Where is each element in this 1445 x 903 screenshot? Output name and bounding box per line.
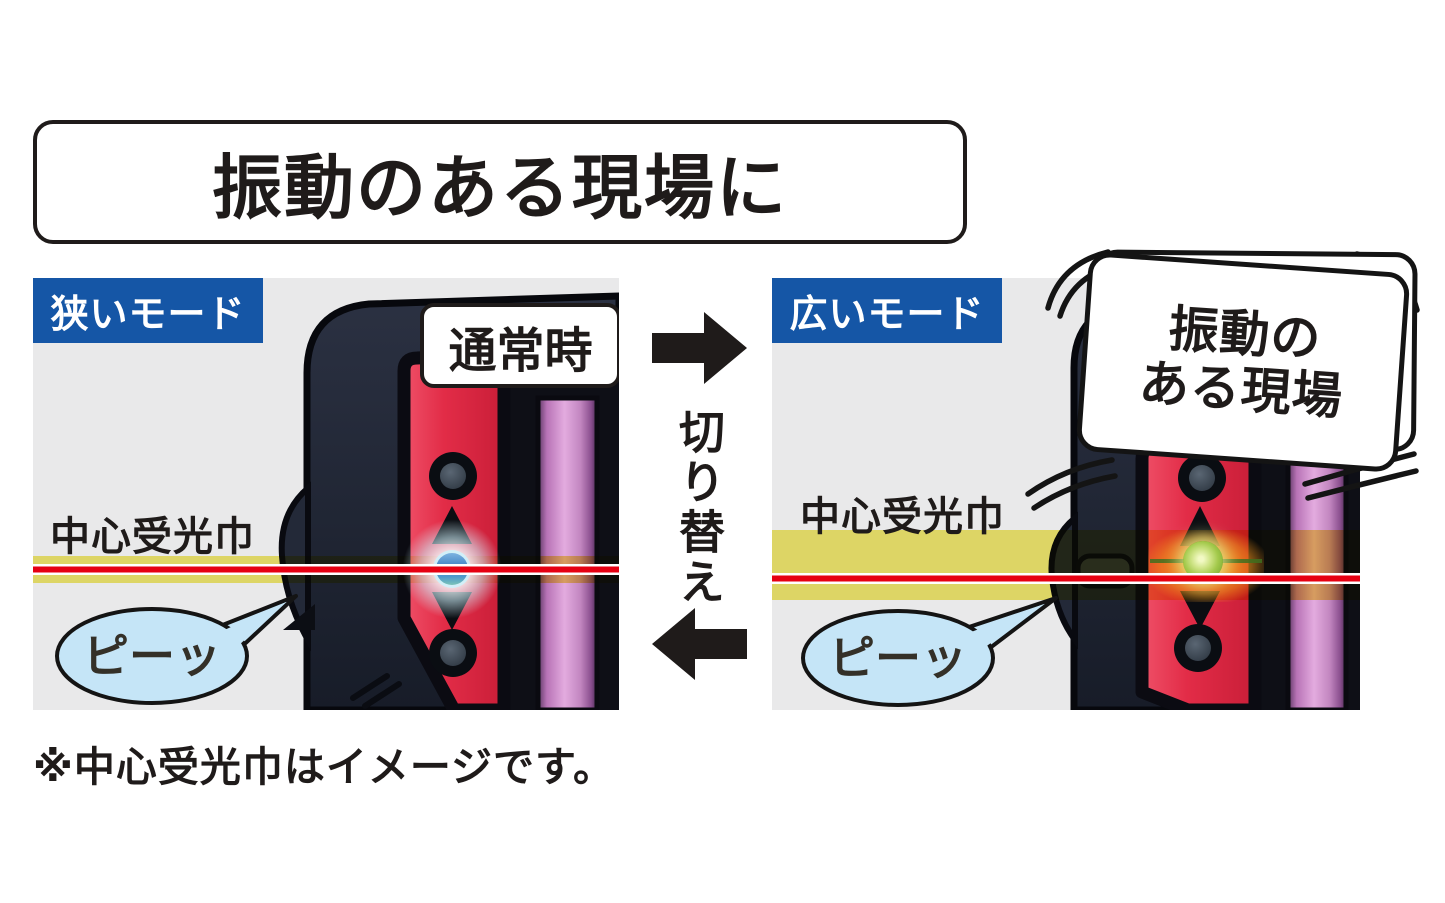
narrow-mode-panel: 狭いモード 通常時 中心受光巾 ピーッ: [33, 278, 619, 710]
laser-line: [33, 564, 619, 575]
narrow-mode-label: 狭いモード: [50, 294, 246, 336]
beep-bubble: ピーッ: [55, 594, 298, 705]
beep-bubble: ピーッ: [801, 596, 1058, 707]
narrow-mode-header: 狭いモード: [33, 278, 263, 343]
buzzer-hole-top: [429, 452, 477, 500]
wide-mode-label: 広いモード: [789, 294, 985, 336]
buzzer-hole-bottom: [1174, 624, 1222, 672]
buzzer-hole-bottom: [429, 629, 477, 677]
switch-label: 切り替え: [673, 408, 725, 608]
vibration-marks-left-icon: [1025, 457, 1118, 511]
vibrating-site-box: 振動の ある現場: [1075, 249, 1418, 473]
arrow-right-icon: [652, 312, 747, 384]
display-window: [535, 395, 600, 710]
laser-line: [772, 573, 1360, 584]
title-box: 振動のある現場に: [33, 120, 967, 244]
arrow-left-icon: [652, 608, 747, 680]
beep-text: ピーッ: [829, 632, 967, 684]
center-width-label: 中心受光巾: [800, 495, 1005, 539]
center-width-label: 中心受光巾: [50, 515, 255, 559]
wide-mode-header: 広いモード: [772, 278, 1002, 343]
page-title: 振動のある現場に: [212, 148, 788, 227]
buzzer-hole-top: [1178, 454, 1226, 502]
beep-text: ピーッ: [83, 630, 221, 682]
footnote: ※中心受光巾はイメージです。: [33, 744, 615, 790]
normal-state-box: 通常時: [420, 303, 619, 388]
normal-state-label: 通常時: [448, 324, 593, 378]
